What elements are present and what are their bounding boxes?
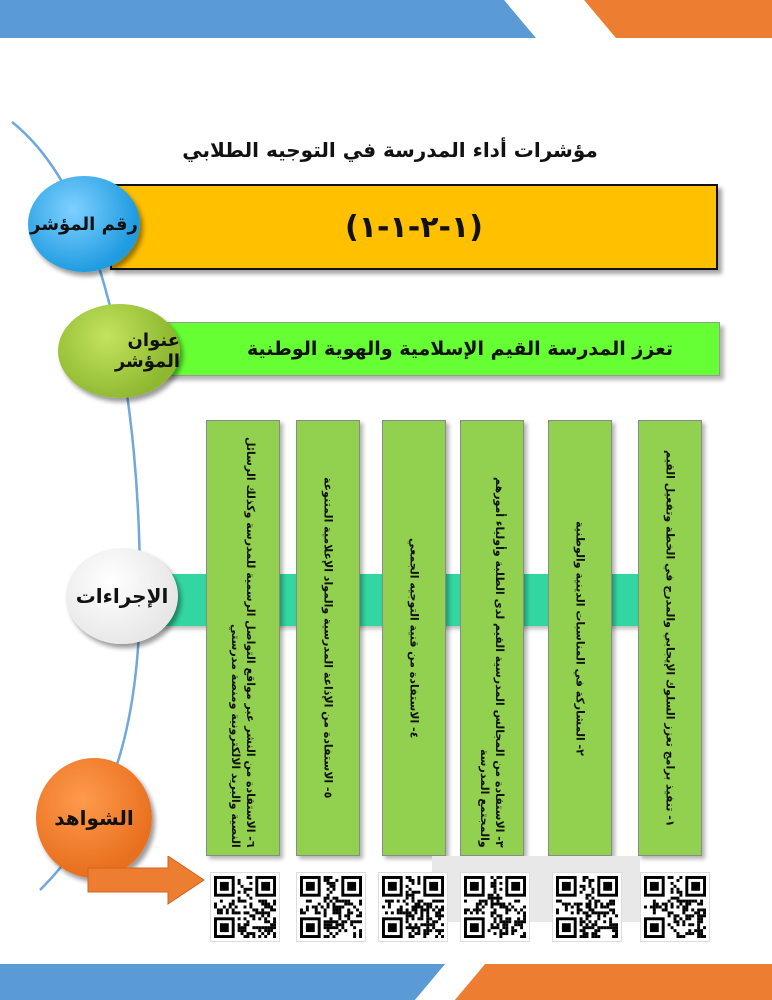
procedure-item: ٥- الاستفادة من الإذاعة المدرسية والمواد… xyxy=(296,420,360,856)
indicator-title-label: عنوان المؤشر xyxy=(114,330,180,372)
procedure-item: ٢- المشاركة في المناسبات الدينية والوطني… xyxy=(548,420,612,856)
footer-accent-orange xyxy=(454,964,772,1000)
qr-code-icon[interactable] xyxy=(460,872,530,942)
procedure-text: ٦- الاستفادة من النشر عبر مواقع التواصل … xyxy=(229,437,257,848)
procedure-text: ٤- الاستفادة من قنية التوجيه الجمعي xyxy=(407,537,421,739)
qr-code-icon[interactable] xyxy=(210,872,280,942)
procedures-label: الإجراءات xyxy=(75,584,169,608)
procedure-text: ٥- الاستفادة من الإذاعة المدرسية والمواد… xyxy=(321,477,335,799)
arrow-right-icon xyxy=(87,856,205,905)
procedure-item: ٤- الاستفادة من قنية التوجيه الجمعي xyxy=(382,420,446,856)
qr-code-icon[interactable] xyxy=(640,872,710,942)
qr-code-icon[interactable] xyxy=(296,872,366,942)
page-title: مؤشرات أداء المدرسة في التوجيه الطلابي xyxy=(182,138,598,162)
header-accent-orange xyxy=(584,0,772,38)
indicator-number-bar: (١-٢-١-١) xyxy=(110,184,718,270)
indicator-title-circle: عنوان المؤشر xyxy=(58,304,180,398)
indicator-title-bar: تعزز المدرسة القيم الإسلامية والهوية الو… xyxy=(112,322,720,376)
qr-code-icon[interactable] xyxy=(378,872,448,942)
indicator-title-value: تعزز المدرسة القيم الإسلامية والهوية الو… xyxy=(246,338,673,360)
procedure-item: ٦- الاستفادة من النشر عبر مواقع التواصل … xyxy=(206,420,280,856)
procedure-text: ٢- المشاركة في المناسبات الدينية والوطني… xyxy=(573,520,587,756)
evidence-label: الشواهد xyxy=(54,806,134,830)
indicator-number-circle: رقم المؤشر xyxy=(28,176,140,272)
qr-code-icon[interactable] xyxy=(552,872,622,942)
indicator-number-value: (١-٢-١-١) xyxy=(344,209,484,245)
procedure-text: ١- تنفيذ برامج تعزز السلوك الإيجابي والم… xyxy=(663,449,677,827)
indicator-number-label: رقم المؤشر xyxy=(30,213,138,235)
evidence-circle: الشواهد xyxy=(36,758,152,878)
procedures-circle: الإجراءات xyxy=(66,548,178,644)
procedure-item: ٣- الاستفادة من المجالس المدرسية القيم ل… xyxy=(460,420,524,856)
procedure-item: ١- تنفيذ برامج تعزز السلوك الإيجابي والم… xyxy=(638,420,702,856)
procedure-text: ٣- الاستفادة من المجالس المدرسية القيم ل… xyxy=(478,477,506,848)
